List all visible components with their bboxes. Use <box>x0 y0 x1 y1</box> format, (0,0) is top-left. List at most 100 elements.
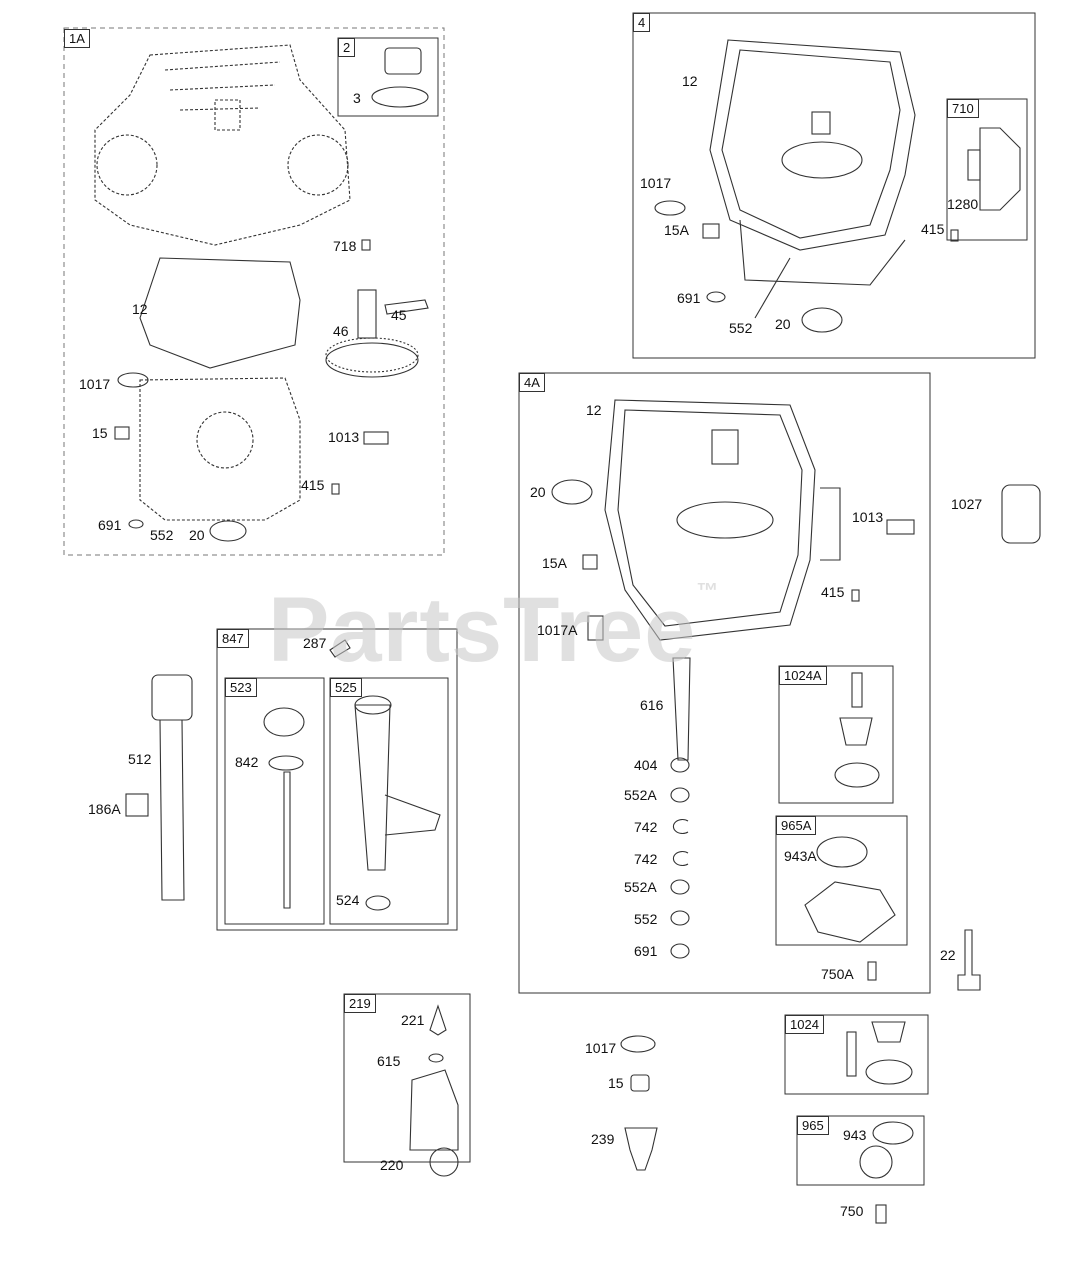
screw-287-drawing <box>329 639 351 658</box>
shaft-1024-drawing <box>846 1031 857 1077</box>
tube-512-head <box>151 674 193 721</box>
ring-552-drawing <box>670 910 690 926</box>
part-4-415-drawing <box>950 229 959 242</box>
callout-552: 552 <box>150 527 174 543</box>
screw-750A-drawing <box>867 961 877 981</box>
plug-15b-drawing <box>630 1074 650 1092</box>
group-710-label: 710 <box>947 99 979 118</box>
seal-4-20-drawing <box>801 307 843 333</box>
callout-4-415: 415 <box>921 221 945 237</box>
bracket-525-drawing <box>384 794 441 836</box>
group-523-frame <box>224 677 325 925</box>
part-220-drawing <box>429 1147 459 1177</box>
bushing-2-drawing <box>384 47 422 75</box>
ring-691-drawing <box>128 519 144 529</box>
part-415-drawing <box>331 483 340 495</box>
shaft-616-drawing <box>672 657 691 761</box>
group-965A-label: 965A <box>776 816 817 835</box>
group-219-frame <box>343 993 471 1163</box>
callout-742-2: 742 <box>634 851 658 867</box>
callout-4A-12: 12 <box>586 402 602 418</box>
callout-552A-1: 552A <box>624 787 657 803</box>
plug-4-15A-drawing <box>702 223 720 239</box>
oring-842-drawing <box>268 755 304 771</box>
callout-552-4A: 552 <box>634 911 658 927</box>
callout-404: 404 <box>634 757 658 773</box>
ring-4-691-drawing <box>706 291 726 303</box>
group-4A-label: 4A <box>519 373 545 392</box>
group-1024A-label: 1024A <box>779 666 827 685</box>
part-4A-1017A-drawing <box>587 615 604 641</box>
gasket-12-drawing <box>139 257 301 369</box>
callout-12: 12 <box>132 301 148 317</box>
group-710-frame <box>946 98 1028 241</box>
group-1024-frame <box>784 1014 929 1095</box>
cover-965A-drawing <box>804 881 896 943</box>
group-219-label: 219 <box>344 994 376 1013</box>
group-523-label: 523 <box>225 678 257 697</box>
callout-4A-415: 415 <box>821 584 845 600</box>
spring-1013-drawing <box>363 431 389 445</box>
group-525-label: 525 <box>330 678 362 697</box>
group-4-label: 4 <box>633 13 651 32</box>
callout-287: 287 <box>303 635 327 651</box>
callout-15b: 15 <box>608 1075 624 1091</box>
callout-616: 616 <box>640 697 664 713</box>
callout-4A-20: 20 <box>530 484 546 500</box>
callout-552A-2: 552A <box>624 879 657 895</box>
ring-552A-1-drawing <box>670 787 690 803</box>
part-1017-drawing <box>117 372 149 388</box>
oring-943-drawing <box>872 1121 914 1145</box>
group-525-frame <box>329 677 449 925</box>
callout-1027: 1027 <box>951 496 983 512</box>
cap-523-drawing <box>263 707 305 737</box>
callout-524: 524 <box>336 892 360 908</box>
tube-512-drawing <box>159 719 185 901</box>
clip-742-2-drawing <box>672 851 689 866</box>
callout-220: 220 <box>380 1157 404 1173</box>
seal-4A-20-drawing <box>551 479 593 505</box>
bolt-22-drawing <box>957 929 981 991</box>
group-2-label: 2 <box>338 38 356 57</box>
callout-718: 718 <box>333 238 357 254</box>
part-4A-415-drawing <box>851 589 860 602</box>
part-710-drawing <box>967 127 1021 211</box>
callout-46: 46 <box>333 323 349 339</box>
callout-3: 3 <box>353 90 361 106</box>
partstree-watermark: PartsTree™ <box>268 578 720 681</box>
callout-4A-15A: 15A <box>542 555 567 571</box>
group-965A-frame <box>775 815 908 946</box>
callout-4A-1013: 1013 <box>852 509 884 525</box>
ring-691-4A-drawing <box>670 943 690 959</box>
callout-4-1017: 1017 <box>640 175 672 191</box>
dipstick-523-drawing <box>283 771 291 909</box>
tube-525-drawing <box>354 704 391 871</box>
group-847-label: 847 <box>217 629 249 648</box>
seal-3-drawing <box>371 86 429 108</box>
group-965-frame <box>796 1115 925 1186</box>
callout-22: 22 <box>940 947 956 963</box>
group-1024A-frame <box>778 665 894 804</box>
callout-186A: 186A <box>88 801 121 817</box>
callout-4A-1017A: 1017A <box>537 622 578 638</box>
callout-750A: 750A <box>821 966 854 982</box>
washer-615-drawing <box>428 1053 444 1063</box>
plug-15-drawing <box>114 426 130 440</box>
group-2-frame <box>337 37 439 117</box>
pin-718-drawing <box>361 239 371 251</box>
callout-239: 239 <box>591 1131 615 1147</box>
housing-1024-drawing <box>865 1059 913 1085</box>
plug-4A-15A-drawing <box>582 554 598 570</box>
ring-552A-2-drawing <box>670 879 690 895</box>
assembly-1024A-drawing <box>834 672 880 788</box>
callout-943A: 943A <box>784 848 817 864</box>
callout-1017: 1017 <box>79 376 111 392</box>
callout-615: 615 <box>377 1053 401 1069</box>
callout-221: 221 <box>401 1012 425 1028</box>
callout-45: 45 <box>391 307 407 323</box>
group-4-frame <box>632 12 1036 359</box>
group-1A-label: 1A <box>64 29 90 48</box>
cylinder-head-drawing <box>94 44 351 246</box>
oring-524-drawing <box>365 895 391 911</box>
washer-404-drawing <box>670 757 690 773</box>
